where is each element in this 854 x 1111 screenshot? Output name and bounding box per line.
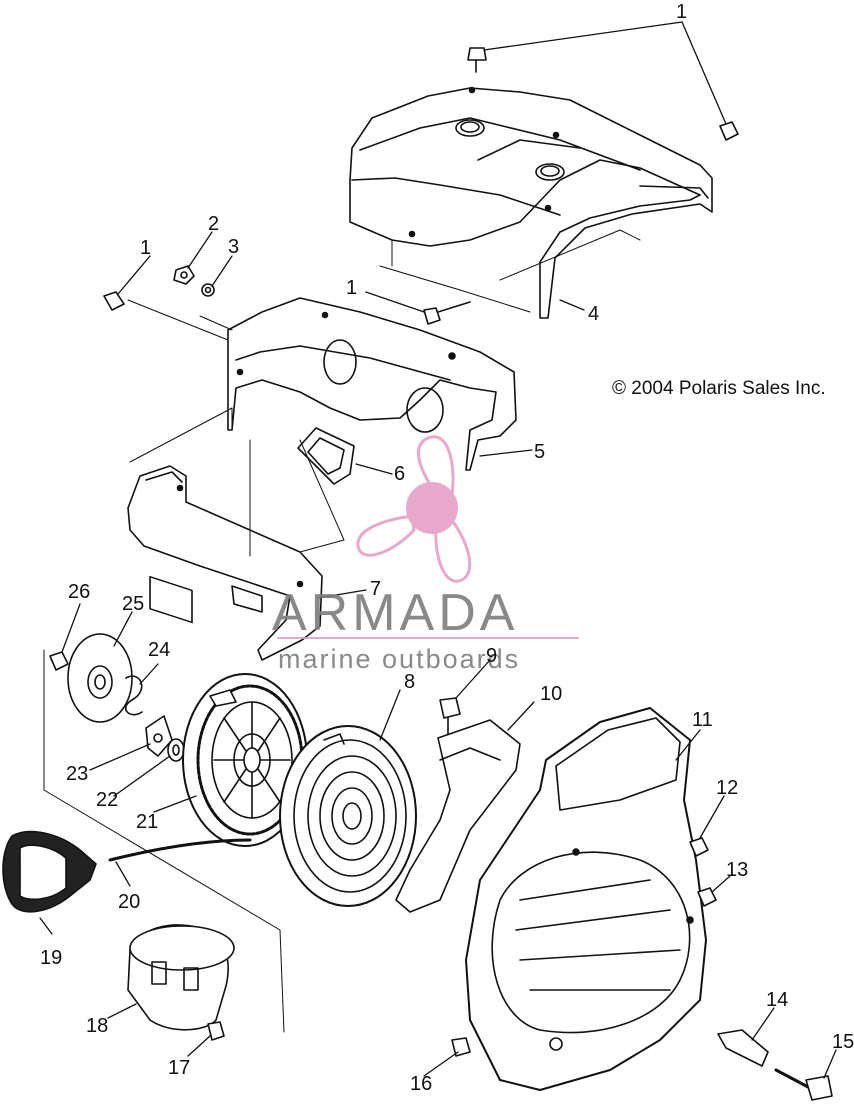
- callout-19: 19: [40, 947, 62, 969]
- propeller-hub: [406, 482, 458, 534]
- callout-18: 18: [86, 1015, 108, 1037]
- callout-26: 26: [68, 581, 90, 603]
- spring-part-8: [279, 725, 417, 907]
- rope-part-20: [108, 838, 252, 862]
- callout-4: 4: [588, 303, 599, 325]
- nut-part-13: [697, 887, 717, 907]
- callout-2: 2: [208, 213, 219, 235]
- propeller-blade-top: [417, 435, 455, 498]
- watermark-logo: [277, 435, 579, 639]
- bracket-part-7: [127, 465, 323, 661]
- propeller-blade-right: [434, 518, 472, 583]
- handle-part-19: [2, 830, 97, 913]
- callout-1-mid: 1: [346, 277, 357, 299]
- callout-16: 16: [410, 1073, 432, 1095]
- callout-25: 25: [122, 593, 144, 615]
- callout-22: 22: [96, 789, 118, 811]
- callout-23: 23: [66, 763, 88, 785]
- callout-17: 17: [168, 1057, 190, 1079]
- callout-8: 8: [404, 671, 415, 693]
- top-shroud-part-4: [349, 86, 713, 319]
- callout-15: 15: [832, 1031, 854, 1053]
- callout-7: 7: [370, 578, 381, 600]
- cup-part-18: [127, 924, 235, 1031]
- watermark-brand: ARMADA: [272, 584, 518, 642]
- callout-1-top: 1: [676, 1, 687, 23]
- callout-11: 11: [692, 709, 713, 731]
- washer-part-3: [201, 283, 215, 297]
- guide-part-10: [395, 719, 521, 913]
- propeller-blade-left: [356, 514, 416, 557]
- reel-part-21: [182, 673, 308, 847]
- callout-labels: 1 1 1 2 3 4 5 6 7 8 9 10 11 12 13 14 15 …: [40, 1, 854, 1095]
- gasket-part-6: [297, 427, 355, 485]
- screw-part-17: [207, 1021, 225, 1041]
- screw-part-1-left: [103, 291, 125, 311]
- callout-14: 14: [766, 989, 788, 1011]
- callout-6: 6: [394, 463, 405, 485]
- callout-3: 3: [228, 236, 239, 258]
- spring-clip-part-24: [125, 675, 143, 716]
- copyright-text: © 2004 Polaris Sales Inc.: [612, 378, 826, 399]
- screw-part-1-top: [467, 47, 739, 141]
- screw-part-1-mid: [423, 301, 471, 325]
- callout-5: 5: [534, 441, 545, 463]
- pulley-part-25: [67, 633, 133, 723]
- callout-1-left: 1: [140, 237, 151, 259]
- bolt-part-15: [774, 1068, 833, 1101]
- grommet-part-12: [689, 837, 709, 857]
- bracket-part-14: [717, 1029, 769, 1067]
- callout-21: 21: [136, 811, 158, 833]
- bushing-part-22: [167, 738, 185, 762]
- nut-part-26: [49, 651, 69, 671]
- callout-12: 12: [716, 777, 738, 799]
- screw-part-16: [451, 1037, 471, 1057]
- watermark-tagline: marine outboards: [278, 644, 520, 674]
- bracket-part-5: [227, 297, 517, 471]
- alignment-lines: [43, 229, 641, 1033]
- callout-24: 24: [148, 639, 170, 661]
- callout-9: 9: [486, 645, 497, 667]
- leader-lines: [39, 21, 837, 1079]
- callout-13: 13: [726, 859, 748, 881]
- callout-20: 20: [118, 891, 140, 913]
- callout-10: 10: [540, 683, 562, 705]
- nut-part-2: [173, 265, 195, 285]
- fan-housing-part-11: [465, 707, 707, 1091]
